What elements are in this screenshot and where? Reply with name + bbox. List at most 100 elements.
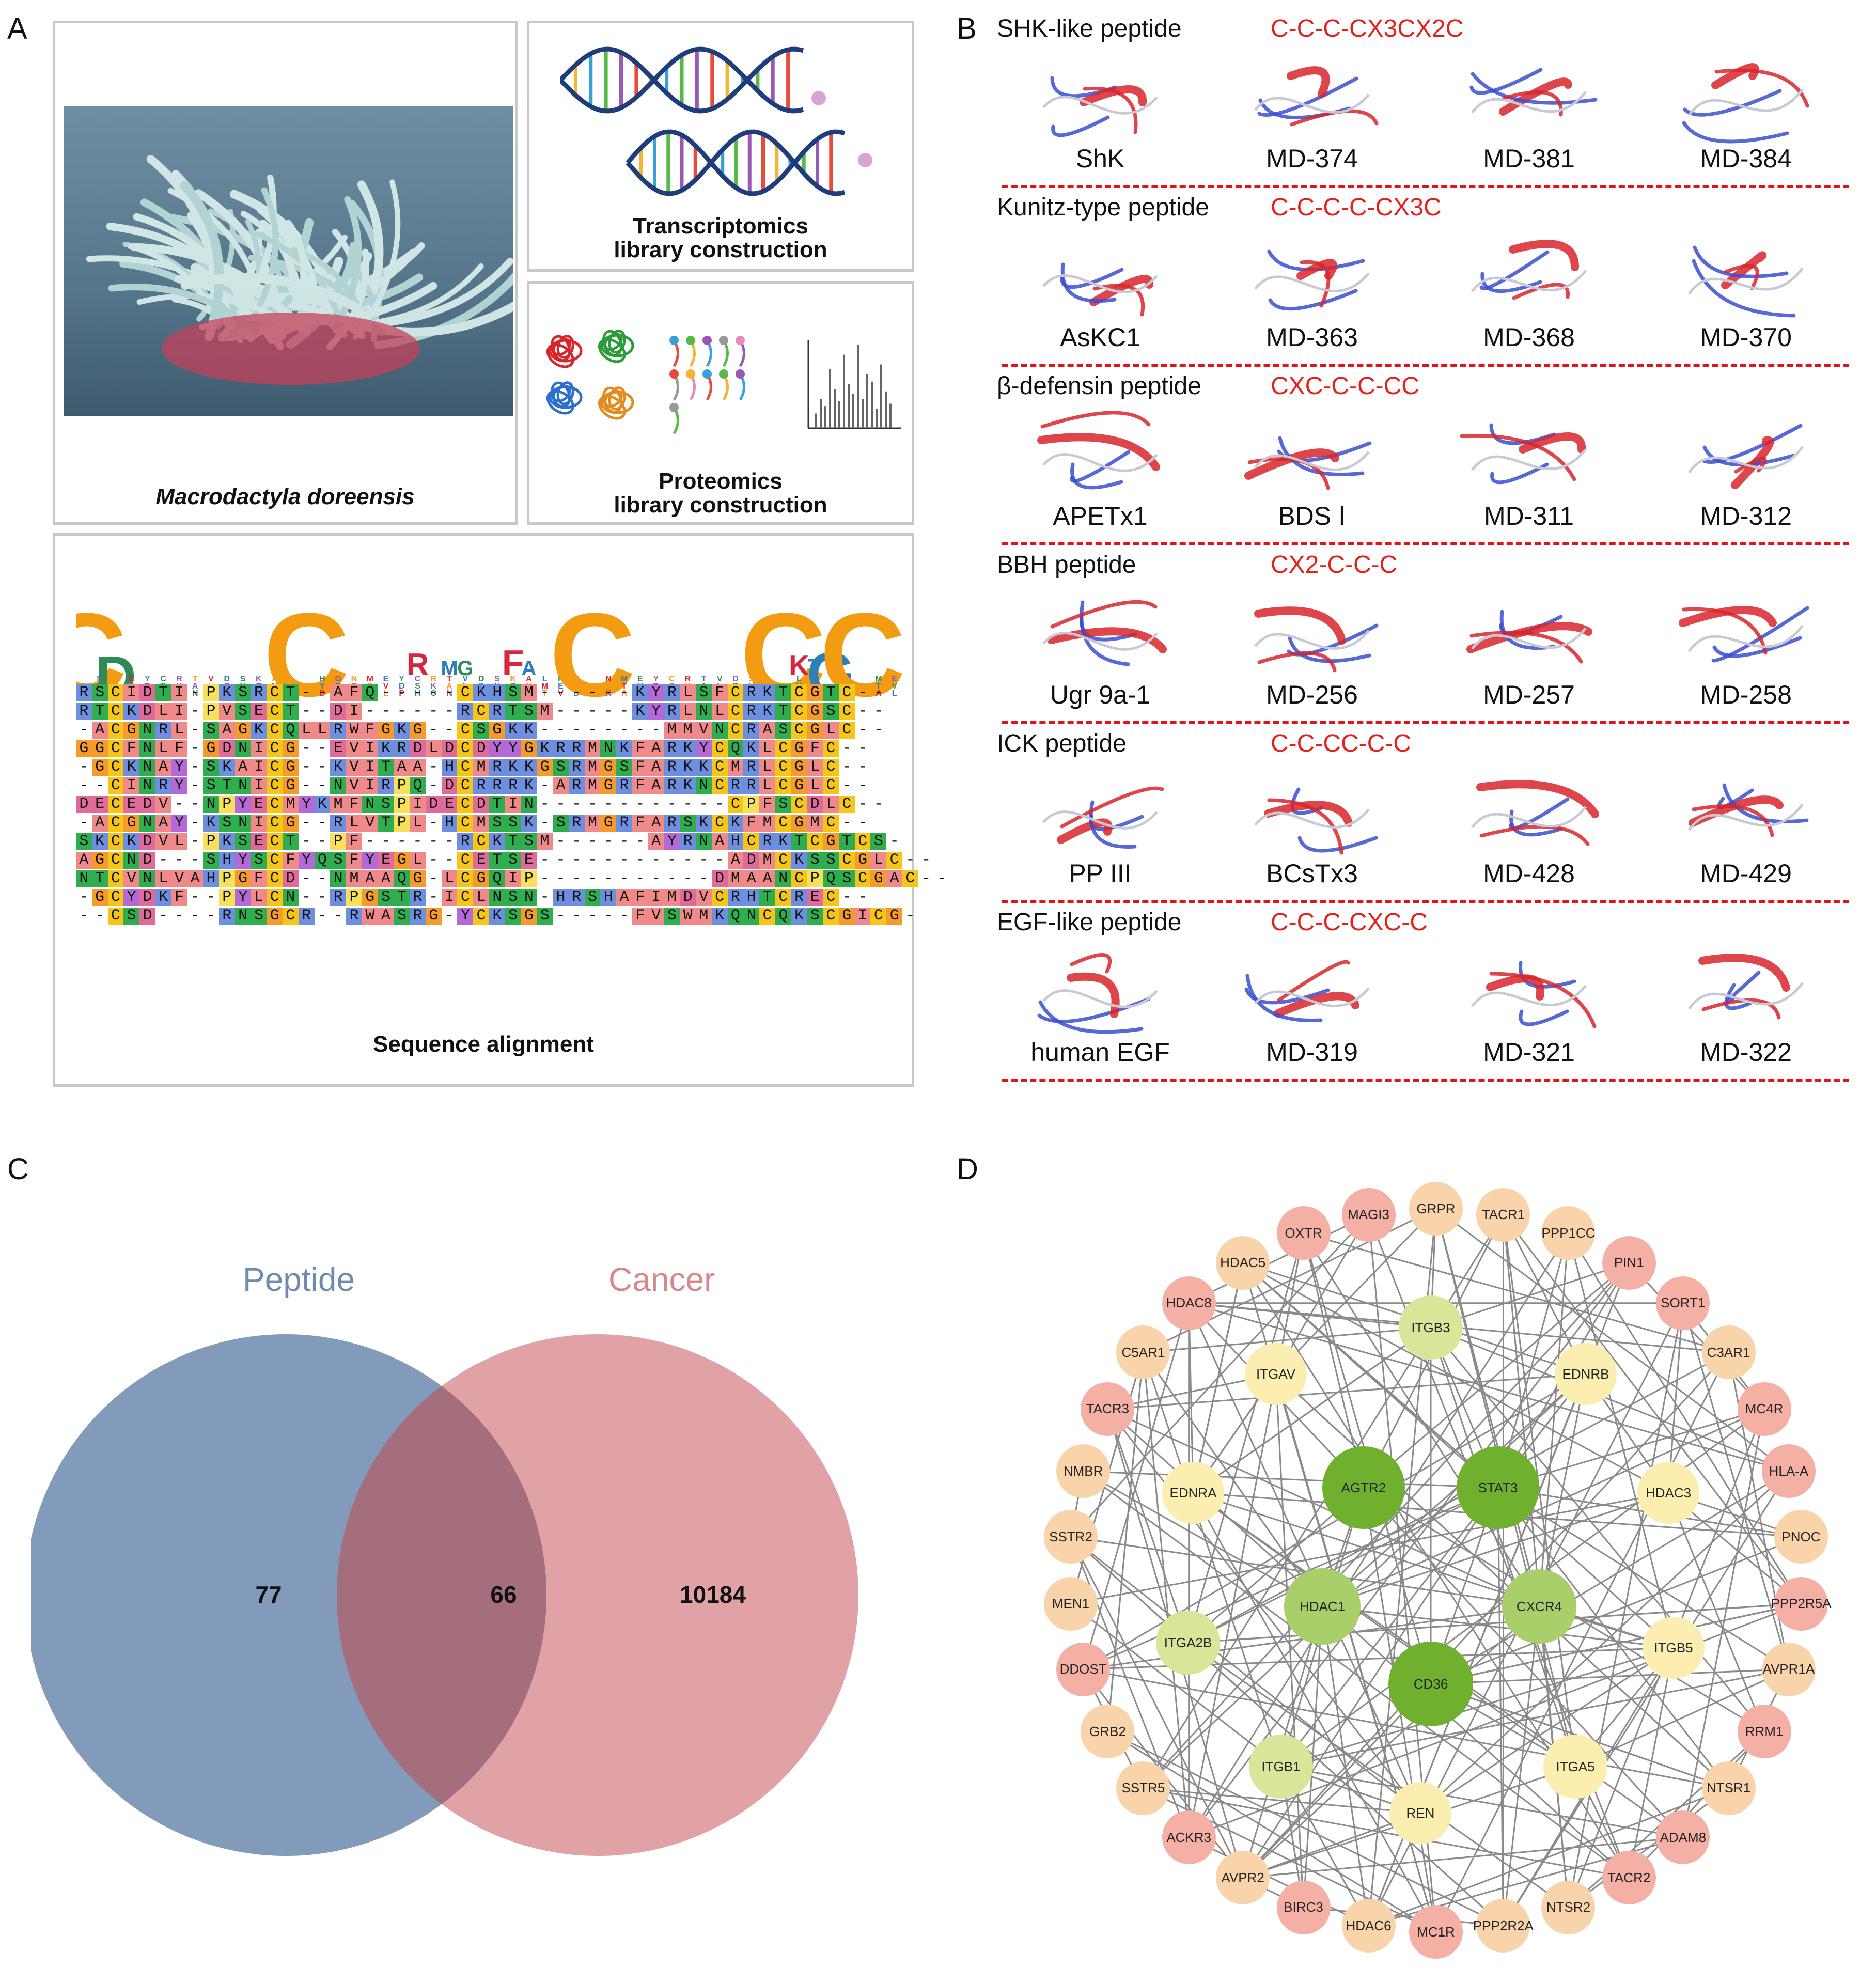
network-edge: [1430, 1603, 1802, 1685]
svg-text:T: T: [542, 689, 548, 698]
ribbon-structure: [1244, 436, 1372, 490]
svg-text:H: H: [415, 689, 421, 698]
network-node: PPP1CC: [1541, 1206, 1596, 1260]
ribbon-structure: [1042, 262, 1158, 317]
network-node: ACKR3: [1162, 1810, 1216, 1865]
family-divider: [1002, 721, 1849, 724]
network-edge: [1142, 1352, 1282, 1767]
network-node: EDNRA: [1162, 1462, 1224, 1524]
network-node: MAGI3: [1341, 1188, 1396, 1242]
network-edge: [1628, 1647, 1675, 1878]
svg-text:L: L: [542, 675, 548, 683]
ribbon-structure: [1254, 66, 1379, 127]
ribbon-structure: [1471, 240, 1587, 300]
network-edge: [1083, 1470, 1498, 1489]
network-node: GRB2: [1081, 1705, 1135, 1759]
peptide-label: MD-311: [1483, 502, 1574, 530]
venn-peptide-only-count: 77: [255, 1581, 282, 1608]
svg-text:T: T: [808, 654, 822, 680]
family-motif: C-C-CC-C-C: [1271, 730, 1411, 757]
ribbon-structure: [1042, 600, 1167, 666]
svg-text:M: M: [541, 682, 548, 691]
svg-text:M: M: [621, 675, 628, 683]
network-edge: [1275, 1373, 1729, 1789]
network-edge: [1430, 1471, 1789, 1685]
network-edge: [1538, 1233, 1569, 1607]
peptide-label: MD-384: [1700, 144, 1792, 173]
network-edge: [1322, 1408, 1765, 1607]
network-node: SSTR2: [1044, 1510, 1098, 1564]
svg-text:T: T: [876, 682, 881, 691]
svg-text:D: D: [224, 675, 230, 683]
network-node: GRPR: [1409, 1182, 1463, 1236]
network-edge: [1568, 1232, 1802, 1604]
family-motif: C-C-C-C-CX3C: [1271, 194, 1442, 221]
svg-text:M: M: [367, 675, 373, 683]
svg-text:A: A: [192, 682, 198, 691]
peptide-label: MD-381: [1483, 144, 1575, 173]
ribbon-structure: [1460, 423, 1587, 485]
panel-d-label: D: [957, 1152, 978, 1186]
svg-text:G: G: [457, 657, 473, 680]
ribbon-structure: [1037, 411, 1160, 490]
svg-text:V: V: [463, 675, 468, 683]
network-edge: [1143, 1373, 1587, 1789]
peptide-label: MD-374: [1266, 144, 1358, 173]
network-edge: [1107, 1408, 1540, 1607]
peptide-label: MD-429: [1700, 859, 1792, 888]
network-edge: [1187, 1232, 1304, 1643]
network-node: MC4R: [1737, 1382, 1791, 1436]
network-node: C3AR1: [1701, 1325, 1756, 1380]
network-node: DDOST: [1056, 1642, 1111, 1696]
ribbon-structure: [1254, 249, 1370, 311]
peptide-label: APETx1: [1053, 502, 1148, 530]
network-edge: [1628, 1730, 1765, 1879]
svg-text:P: P: [558, 675, 564, 683]
network-node: HLA-A: [1761, 1444, 1816, 1498]
ribbon-structure: [1471, 780, 1599, 846]
network-node: OXTR: [1276, 1206, 1331, 1260]
network-edge: [1682, 1409, 1765, 1838]
ribbon-structure: [1254, 787, 1378, 855]
peptide-label: AsKC1: [1060, 323, 1140, 352]
family-motif: C-C-C-CX3CX2C: [1271, 15, 1464, 42]
network-edge: [1187, 1642, 1569, 1908]
network-edge: [1368, 1787, 1729, 1927]
network-edge: [1275, 1373, 1305, 1908]
family-divider: [1002, 185, 1849, 188]
network-edge: [1070, 1536, 1421, 1814]
svg-text:M: M: [875, 675, 882, 683]
svg-text:E: E: [637, 675, 643, 683]
svg-text:C: C: [160, 675, 166, 683]
svg-text:D: D: [399, 682, 405, 691]
svg-text:A: A: [446, 682, 452, 691]
ribbon-structure: [1466, 610, 1592, 664]
svg-text:K: K: [256, 675, 262, 683]
peptide-label: PP III: [1069, 859, 1132, 888]
svg-text:N: N: [605, 675, 612, 683]
svg-text:L: L: [892, 689, 897, 698]
svg-text:R: R: [407, 647, 429, 682]
svg-text:M: M: [441, 657, 458, 680]
family-divider: [1002, 364, 1849, 367]
network-node: NMBR: [1056, 1444, 1111, 1498]
network-edge: [1083, 1471, 1630, 1879]
svg-text:S: S: [415, 682, 420, 691]
peptide-label: MD-258: [1700, 680, 1792, 709]
transcriptomics-box: Transcriptomics library construction: [527, 21, 914, 272]
network-edge: [1575, 1668, 1789, 1768]
svg-text:F: F: [502, 643, 524, 683]
network-edge: [1435, 1352, 1729, 1932]
network-edge: [1430, 1326, 1789, 1472]
svg-text:T: T: [701, 675, 706, 683]
network-edge: [1189, 1214, 1369, 1304]
network-node: PNOC: [1774, 1510, 1828, 1564]
peptide-label: MD-321: [1483, 1038, 1575, 1067]
venn-cancer-only-count: 10184: [680, 1581, 746, 1608]
network-edge: [1628, 1262, 1765, 1410]
